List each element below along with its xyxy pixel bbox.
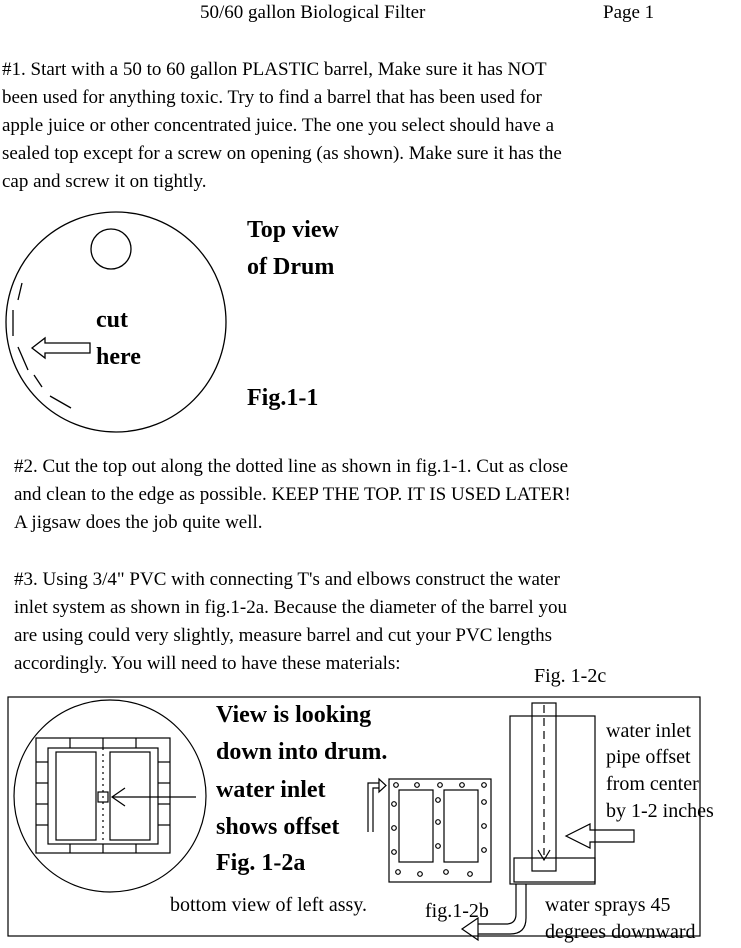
- step-3-paragraph: #3. Using 3/4" PVC with connecting T's a…: [14, 566, 567, 678]
- inlet-note-line-2: pipe offset: [606, 746, 691, 768]
- view-text-line-3: water inlet: [216, 777, 326, 803]
- cut-line-dash: [17, 282, 23, 301]
- cut-arrow-icon: [30, 336, 91, 360]
- water-inlet-marker: [97, 791, 109, 803]
- cut-label-line-2: here: [96, 344, 141, 370]
- step-2-line: A jigsaw does the job quite well.: [14, 512, 263, 533]
- bottom-view-outer: [388, 778, 492, 883]
- step-1-line: #1. Start with a 50 to 60 gallon PLASTIC…: [2, 59, 547, 80]
- side-inlet-arrow-icon: [564, 823, 635, 849]
- fig-1-1-caption: Fig.1-1: [247, 385, 319, 411]
- step-1-line: sealed top except for a screw on opening…: [2, 143, 562, 164]
- fig-1-1-drawing: [5, 211, 227, 433]
- bottom-view-arrow-icon: [378, 777, 387, 794]
- page-number: Page 1: [603, 2, 655, 23]
- fig-1-2c-label: Fig. 1-2c: [534, 665, 607, 687]
- fig-1-2b-label: fig.1-2b: [425, 900, 489, 922]
- fig-1-2-frame: [7, 696, 701, 937]
- filter-panel-left: [55, 751, 97, 841]
- step-2-line: and clean to the edge as possible. KEEP …: [14, 484, 571, 505]
- document-title: 50/60 gallon Biological Filter: [200, 2, 426, 23]
- step-3-line: inlet system as shown in fig.1-2a. Becau…: [14, 597, 567, 618]
- fig-1-1-title-line-2: of Drum: [247, 254, 335, 280]
- inlet-note-line-1: water inlet: [606, 720, 691, 742]
- step-3-line: are using could very slightly, measure b…: [14, 625, 553, 646]
- view-text-line-2: down into drum.: [216, 739, 388, 765]
- side-view-drum: [509, 715, 596, 885]
- step-3-line: accordingly. You will need to have these…: [14, 653, 401, 674]
- cut-line-dash: [49, 395, 72, 409]
- view-text-line-4: shows offset: [216, 814, 340, 840]
- outlet-pipe-inner: [478, 884, 527, 935]
- inlet-pipe: [531, 702, 557, 872]
- bottom-view-label: bottom view of left assy.: [170, 894, 368, 916]
- spray-note-line-1: water sprays 45: [545, 894, 671, 916]
- step-2-paragraph: #2. Cut the top out along the dotted lin…: [14, 453, 571, 537]
- outlet-arrow-icon: [460, 916, 479, 942]
- spray-holes: [391, 782, 487, 877]
- fig-1-2-drawing: [7, 696, 701, 942]
- cut-line-dash: [33, 374, 43, 388]
- cut-line-dash: [17, 346, 29, 371]
- drum-outline: [5, 211, 227, 433]
- step-3-line: #3. Using 3/4" PVC with connecting T's a…: [14, 569, 560, 590]
- flow-arrow-head: [537, 849, 551, 862]
- spray-manifold: [513, 857, 596, 883]
- inlet-note-line-4: by 1-2 inches: [606, 800, 714, 822]
- screw-cap-opening: [90, 228, 132, 270]
- bottom-view-panel-right: [443, 789, 479, 863]
- fig-1-2a-caption: Fig. 1-2a: [216, 850, 306, 876]
- step-1-line: been used for anything toxic. Try to fin…: [2, 87, 542, 108]
- fig-1-1-title-line-1: Top view: [247, 217, 339, 243]
- spray-note-line-2: degrees downward: [545, 921, 696, 943]
- step-1-line: cap and screw it on tightly.: [2, 171, 207, 192]
- view-text-line-1: View is looking: [216, 702, 372, 728]
- outlet-pipe-outer: [478, 884, 517, 925]
- drum-top-circle: [13, 699, 207, 893]
- filter-panel-right: [109, 751, 151, 841]
- cut-label-line-1: cut: [96, 307, 128, 333]
- step-2-line: #2. Cut the top out along the dotted lin…: [14, 456, 569, 477]
- bottom-view-panel-left: [398, 789, 434, 863]
- inlet-note-line-3: from center: [606, 773, 699, 795]
- step-1-paragraph: #1. Start with a 50 to 60 gallon PLASTIC…: [2, 56, 562, 196]
- step-1-line: apple juice or other concentrated juice.…: [2, 115, 555, 136]
